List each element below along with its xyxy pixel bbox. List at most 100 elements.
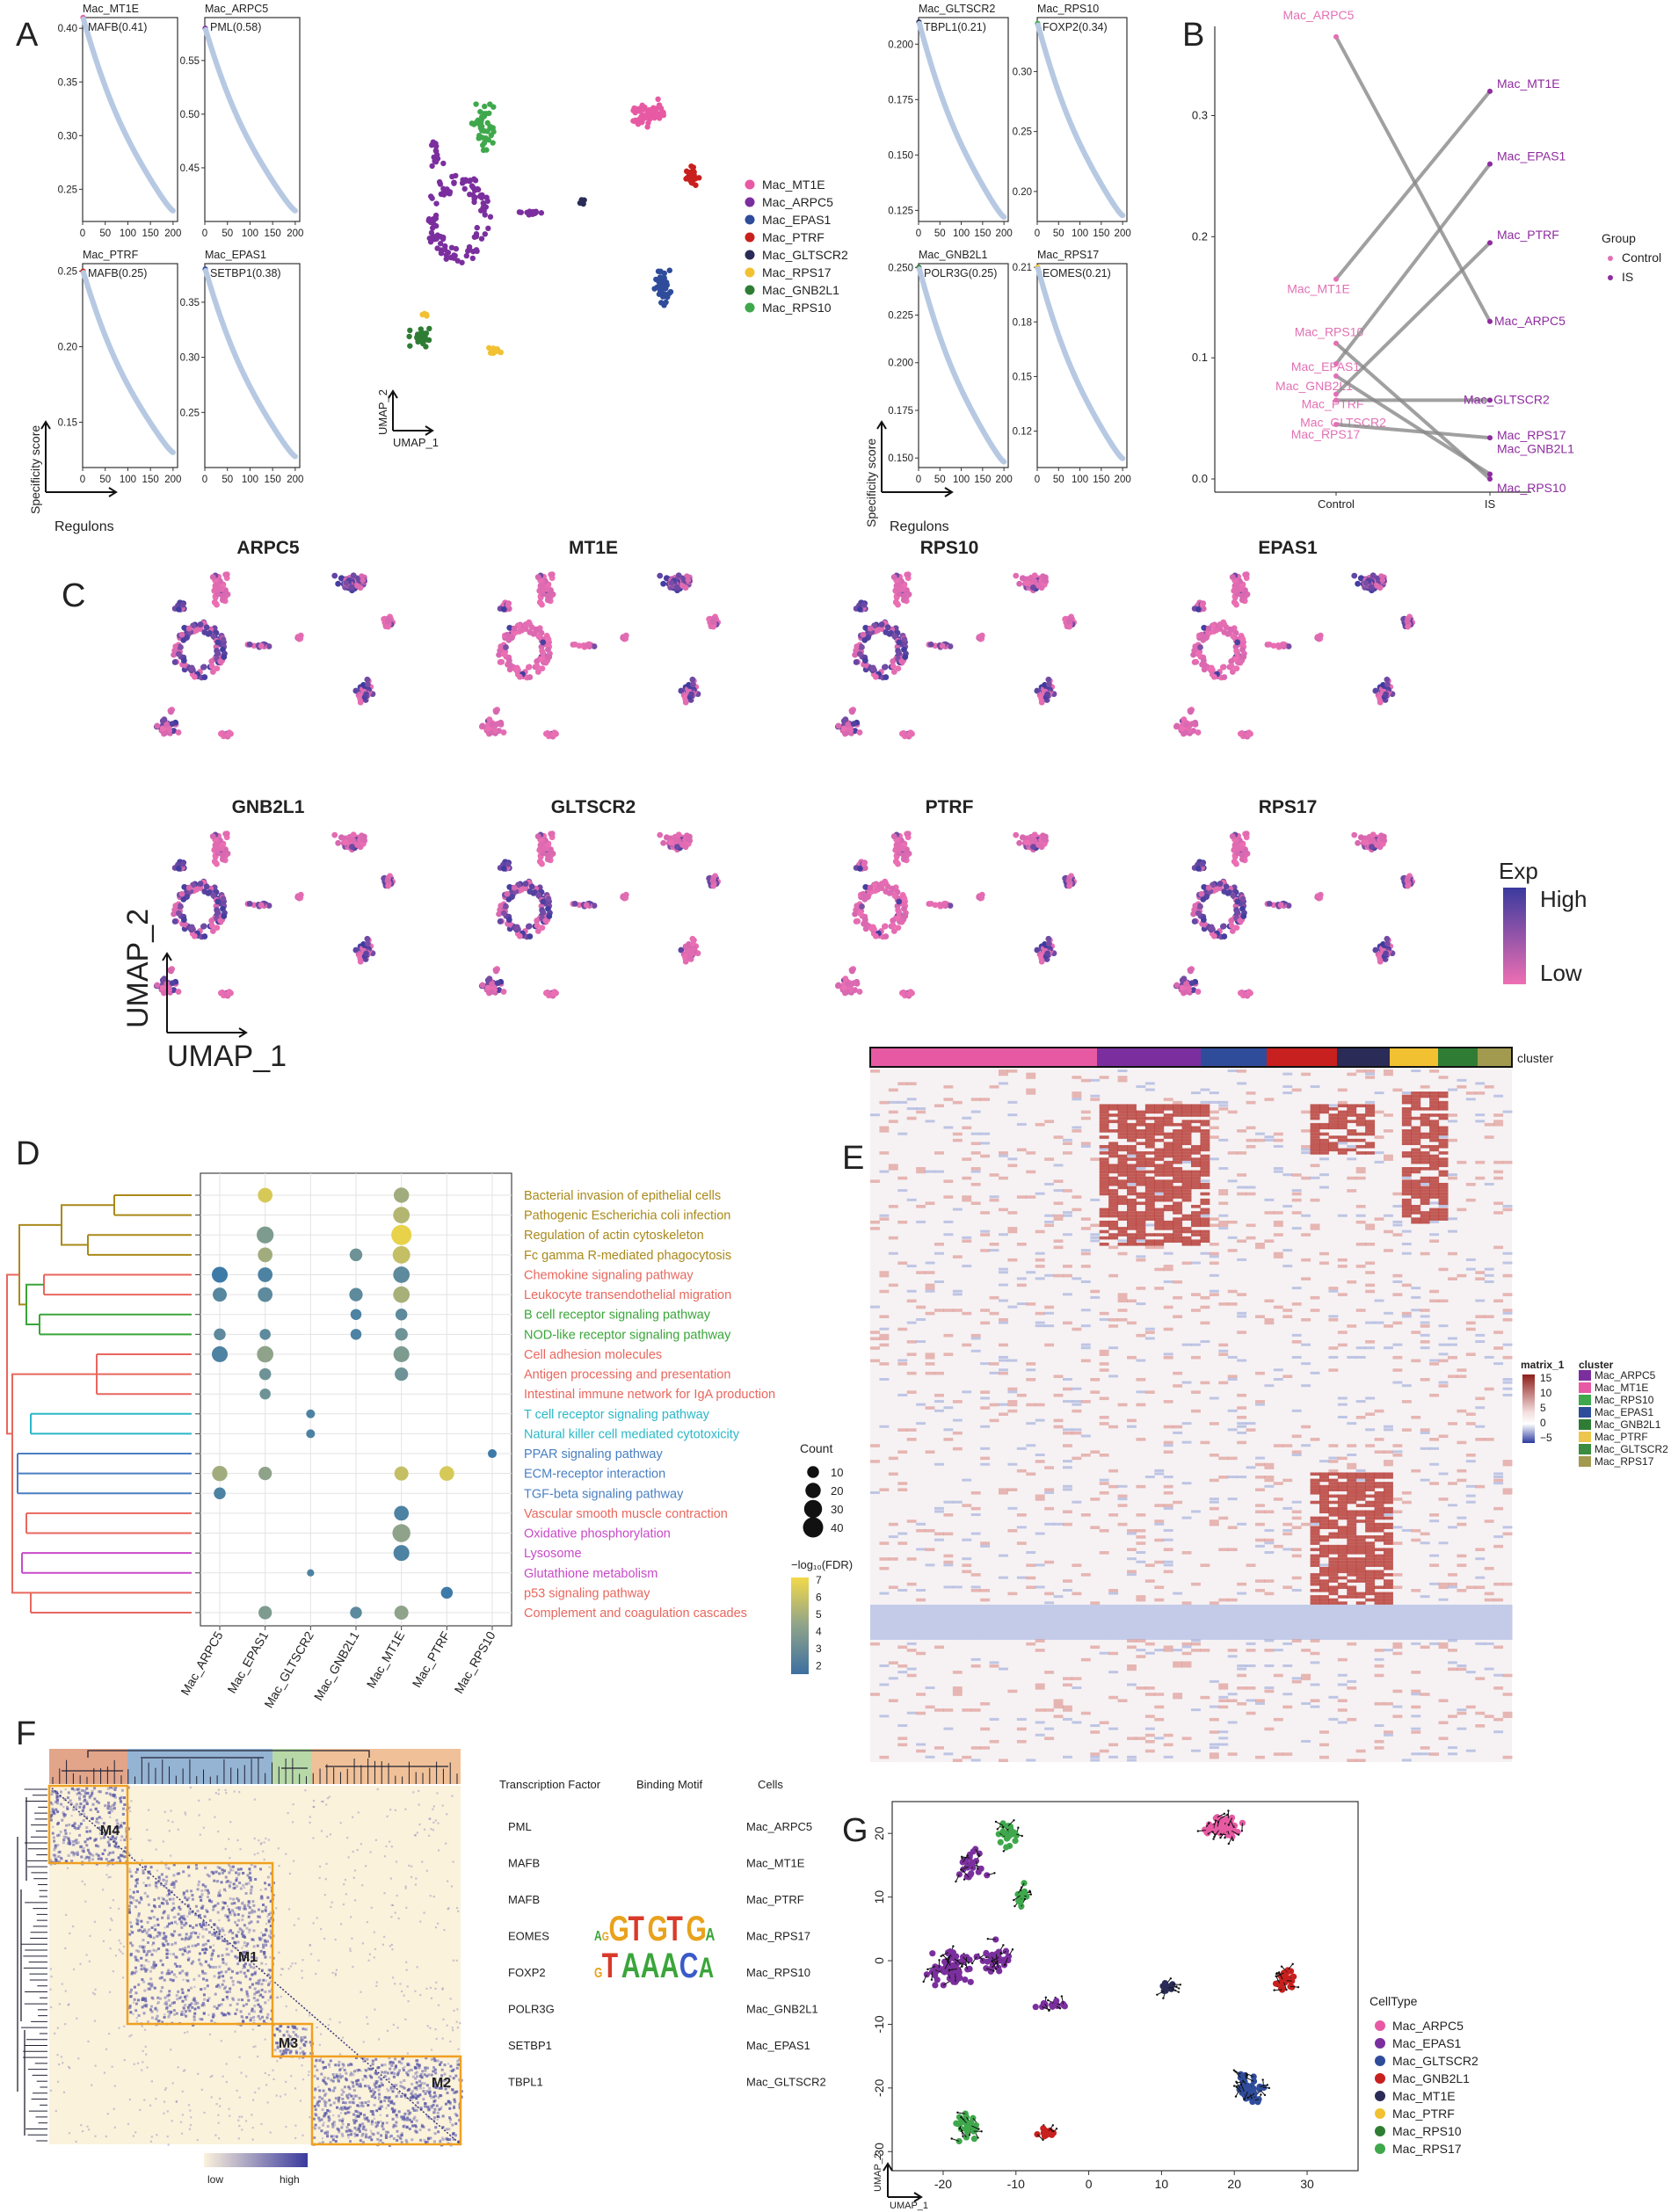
umap-cell — [432, 222, 440, 229]
legend-swatch — [745, 250, 755, 260]
umap-cell — [662, 291, 668, 297]
umap-cell — [893, 859, 900, 866]
umap-cell — [208, 663, 215, 670]
umap-cell — [656, 279, 662, 285]
panel-letter-f: F — [16, 1715, 36, 1752]
umap-cell — [1351, 831, 1358, 838]
umap-cell — [185, 884, 193, 891]
is-point — [1487, 471, 1493, 477]
umap-cell — [540, 845, 546, 852]
umap-cell — [423, 344, 429, 350]
umap-cell — [688, 950, 694, 957]
legend-swatch — [745, 267, 755, 278]
umap-cell — [407, 327, 413, 334]
is-point — [1487, 476, 1493, 482]
umap-cell — [385, 882, 392, 889]
x-axis-label: Regulons — [54, 519, 114, 534]
legend-title: Group — [1602, 231, 1636, 245]
feature-plot-arpc5: ARPC5 — [153, 538, 396, 740]
umap-cell — [1368, 844, 1375, 850]
umap-cell — [357, 584, 364, 591]
umap-cell — [854, 643, 861, 650]
umap-cell — [1024, 839, 1031, 845]
umap-cell — [656, 102, 663, 108]
umap-cell — [896, 586, 902, 593]
umap-cell — [511, 625, 518, 632]
rss-subplot-title: Mac_MT1E — [83, 3, 139, 15]
umap-cell — [673, 844, 680, 850]
umap-cell — [685, 836, 692, 843]
umap-cell — [689, 681, 696, 688]
umap-cell — [900, 852, 907, 859]
y-tick-label: 0.35 — [180, 298, 200, 308]
x-tick-label: 100 — [953, 228, 970, 239]
umap-cell — [890, 663, 897, 670]
umap-cell — [178, 631, 185, 638]
umap-cell — [1231, 599, 1239, 606]
x-tick-label: 200 — [164, 475, 181, 485]
umap-cell — [1237, 730, 1244, 737]
umap-cell — [867, 625, 874, 632]
umap-cell — [1066, 623, 1073, 630]
umap-cell — [1038, 584, 1045, 591]
umap-cell — [1065, 877, 1072, 884]
umap-cell — [212, 859, 219, 866]
umap-cell — [203, 624, 210, 631]
umap-cell — [1016, 580, 1023, 587]
x-tick-label: 0 — [202, 228, 207, 239]
panel-letter-c: C — [62, 577, 85, 614]
umap-cell — [209, 928, 216, 934]
x-tick-label: 0 — [202, 475, 207, 485]
umap-y-label: UMAP_2 — [376, 389, 389, 435]
umap-cell — [842, 975, 849, 983]
umap-cell — [203, 883, 210, 890]
is-point — [1487, 435, 1493, 441]
x-tick-label: 50 — [934, 475, 946, 485]
umap-cell — [896, 845, 902, 852]
x-tick-label: 200 — [1115, 228, 1131, 239]
umap-cell — [534, 928, 541, 934]
umap-cell — [1383, 691, 1389, 698]
umap-cell — [675, 831, 682, 838]
umap-cell — [534, 833, 541, 840]
x-tick-label: 200 — [996, 228, 1013, 239]
umap-cell — [175, 989, 182, 995]
umap-cell — [1234, 650, 1241, 656]
umap-cell — [657, 572, 664, 579]
x-tick-label: 50 — [1053, 475, 1064, 485]
umap-cell — [246, 641, 253, 648]
control-label: Mac_RPS10 — [1295, 325, 1364, 339]
umap-cell — [504, 890, 511, 897]
umap-cell — [473, 101, 479, 107]
umap-cell — [1029, 584, 1036, 591]
control-label: Mac_MT1E — [1287, 282, 1350, 296]
umap-cell — [485, 225, 491, 232]
umap-cell — [212, 599, 219, 606]
x-tick-label: 100 — [242, 228, 258, 239]
is-label: Mac_ARPC5 — [1494, 314, 1566, 328]
umap-cell — [571, 900, 578, 907]
umap-cell — [197, 881, 204, 887]
umap-cell — [209, 669, 216, 675]
umap-cell — [673, 584, 680, 591]
y-tick-label: 0.30 — [180, 353, 200, 364]
umap-cell — [168, 708, 174, 715]
umap-cell — [522, 881, 529, 887]
umap-cell — [217, 730, 224, 737]
umap-cell — [467, 177, 474, 184]
umap-cell — [856, 729, 863, 736]
y-tick-label: 0.25 — [1013, 127, 1032, 138]
legend-label: Mac_RPS17 — [762, 265, 832, 279]
umap-cell — [869, 925, 876, 932]
umap-cell — [898, 990, 905, 997]
umap-cell — [438, 233, 444, 240]
umap-cell — [1013, 831, 1020, 838]
umap-cell — [1217, 621, 1224, 627]
umap-cell — [488, 132, 495, 139]
umap-cell — [578, 199, 585, 207]
umap-cell — [709, 877, 716, 884]
umap-cell — [504, 631, 511, 638]
